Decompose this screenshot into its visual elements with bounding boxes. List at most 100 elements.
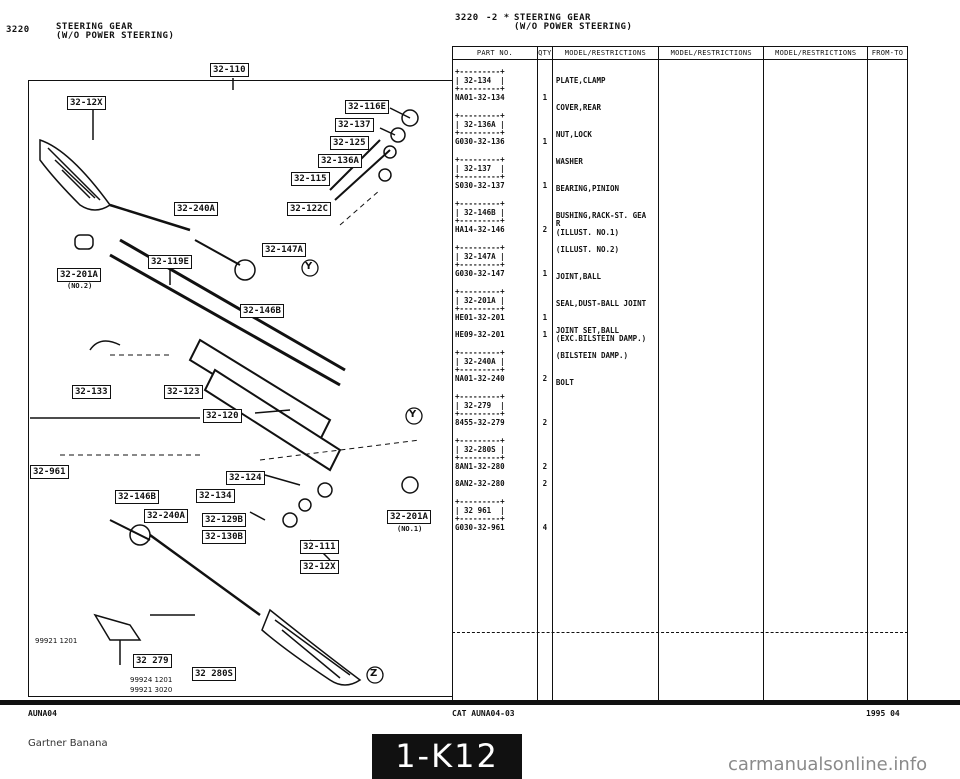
part-description: JOINT,BALL — [555, 271, 601, 281]
label-32-111: 32-111 — [300, 540, 339, 554]
part-qty: 2 — [542, 224, 548, 234]
part-qty: 2 — [542, 461, 548, 471]
part-number: HE01-32-201 — [455, 312, 505, 322]
part-qty: 1 — [542, 136, 548, 146]
label-32-240a-top: 32-240A — [174, 202, 218, 216]
parts-table-header: PART NO. QTY MODEL/RESTRICTIONS MODEL/RE… — [452, 46, 908, 60]
qty-spacer — [538, 437, 552, 463]
label-32-110: 32-110 — [210, 63, 249, 77]
label-no2: (NO.2) — [67, 282, 93, 290]
part-description: BOLT — [555, 378, 574, 387]
table-dashed-divider — [452, 632, 908, 633]
label-32-146b-top: 32-146B — [240, 304, 284, 318]
label-32-115: 32-115 — [291, 172, 330, 186]
part-description: COVER,REAR — [555, 102, 601, 112]
label-32-279: 32 279 — [133, 654, 172, 668]
label-32-120: 32-120 — [203, 409, 242, 423]
model-2-column — [658, 59, 765, 700]
label-32-125: 32-125 — [330, 136, 369, 150]
part-box: +---------+ | 32-280S | +---------+ — [455, 436, 505, 462]
part-box: +---------+ | 32-240A | +---------+ — [455, 348, 505, 374]
part-number: NA01-32-240 — [455, 373, 505, 383]
col-model-2: MODEL/RESTRICTIONS — [658, 46, 765, 60]
part-number: G030-32-147 — [455, 268, 505, 278]
qty-spacer — [538, 156, 552, 182]
part-number-alt: HE09-32-201 — [455, 329, 505, 339]
date-code: 1995 04 — [866, 709, 900, 718]
part-box: +---------+ | 32 961 | +---------+ — [455, 497, 505, 523]
part-box: +---------+ | 32-279 | +---------+ — [455, 392, 505, 418]
quantity-column: 1 1 1 2 1 1 1 2 2 2 2 4 — [536, 59, 553, 700]
col-part-no: PART NO. — [452, 46, 538, 60]
part-number: G030-32-136 — [455, 136, 505, 146]
left-page-number: 3220 — [6, 25, 30, 35]
site-watermark: carmanualsonline.info — [728, 754, 928, 775]
bottom-rule — [0, 700, 960, 705]
part-box: +---------+ | 32-137 | +---------+ — [455, 155, 505, 181]
part-qty-alt: 1 — [542, 329, 548, 339]
left-title-line2: (W/O POWER STEERING) — [56, 31, 175, 41]
qty-spacer — [538, 349, 552, 375]
label-32-201a-right: 32-201A — [387, 510, 431, 524]
label-32-119e: 32-119E — [148, 255, 192, 269]
label-32-124: 32-124 — [226, 471, 265, 485]
part-qty: 1 — [542, 92, 548, 102]
label-32-137: 32-137 — [335, 118, 374, 132]
page-number-badge: 1-K12 — [372, 734, 522, 779]
label-32-130b: 32-130B — [202, 530, 246, 544]
part-description-alt: (ILLUST. NO.2) — [555, 244, 620, 254]
right-page-number: 3220 — [455, 13, 479, 23]
col-model-1: MODEL/RESTRICTIONS — [551, 46, 660, 60]
part-description: PLATE,CLAMP — [555, 75, 606, 85]
label-32-123: 32-123 — [164, 385, 203, 399]
callout-y-lower: Y — [409, 409, 417, 420]
tool-99921-1201: 99921 1201 — [35, 637, 78, 645]
label-32-133: 32-133 — [72, 385, 111, 399]
qty-spacer — [538, 288, 552, 314]
label-32-961: 32-961 — [30, 465, 69, 479]
part-description: NUT,LOCK — [555, 129, 592, 139]
label-32-201a-left: 32-201A — [57, 268, 101, 282]
part-number: G030-32-961 — [455, 522, 505, 532]
label-32-240a-bottom: 32-240A — [144, 509, 188, 523]
label-32-134: 32-134 — [196, 489, 235, 503]
model-3-column — [763, 59, 869, 700]
callout-z: Z — [370, 668, 378, 679]
parts-table-body: +---------+ | 32-134 | +---------+NA01-3… — [452, 59, 908, 700]
part-number: NA01-32-134 — [455, 92, 505, 102]
part-box: +---------+ | 32-134 | +---------+ — [455, 67, 505, 93]
catalog-code: CAT AUNA04-03 — [452, 709, 515, 718]
exploded-diagram-art — [30, 78, 423, 686]
qty-spacer — [538, 498, 552, 524]
part-qty: 1 — [542, 312, 548, 322]
label-32-147a: 32-147A — [262, 243, 306, 257]
part-number-column: +---------+ | 32-134 | +---------+NA01-3… — [452, 59, 538, 700]
right-separator: -2 * — [486, 13, 510, 23]
left-title-line1: STEERING GEAR — [56, 22, 133, 32]
part-description: JOINT SET,BALL (EXC.BILSTEIN DAMP.) — [555, 325, 647, 343]
part-qty: 1 — [542, 180, 548, 190]
part-description: BUSHING,RACK-ST. GEA R (ILLUST. NO.1) — [555, 210, 647, 237]
qty-spacer — [538, 393, 552, 419]
right-title-line1: STEERING GEAR — [514, 13, 591, 23]
tool-99921-3020: 99921 3020 — [130, 686, 173, 694]
label-32-146b-bottom: 32-146B — [115, 490, 159, 504]
label-no1: (NO.1) — [397, 525, 423, 533]
qty-spacer — [538, 200, 552, 226]
col-qty: QTY — [536, 46, 553, 60]
right-title-line2: (W/O POWER STEERING) — [514, 22, 633, 32]
part-description-alt: (BILSTEIN DAMP.) — [555, 351, 629, 360]
qty-spacer — [538, 244, 552, 270]
part-number: HA14-32-146 — [455, 224, 505, 234]
col-from-to: FROM-TO — [867, 46, 908, 60]
diagram-code: AUNA04 — [28, 709, 57, 718]
label-32-280s: 32 280S — [192, 667, 236, 681]
from-to-column — [867, 59, 908, 700]
description-column: PLATE,CLAMP COVER,REAR NUT,LOCK WASHER B… — [551, 59, 660, 700]
part-description: BEARING,PINION — [555, 183, 620, 193]
parts-table: PART NO. QTY MODEL/RESTRICTIONS MODEL/RE… — [452, 46, 908, 700]
label-32-12x-top: 32-12X — [67, 96, 106, 110]
part-box: +---------+ | 32-146B | +---------+ — [455, 199, 505, 225]
part-number-alt: 8AN2-32-280 — [455, 478, 505, 488]
tool-99924-1201: 99924 1201 — [130, 676, 173, 684]
